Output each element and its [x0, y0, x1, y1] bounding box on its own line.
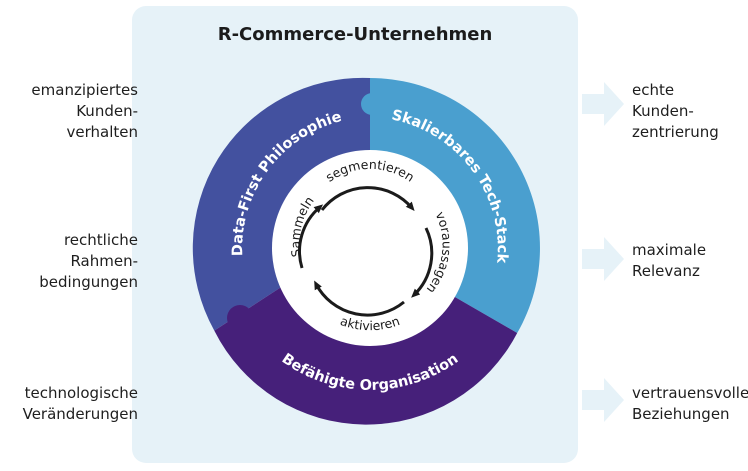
output-echte-kundenzentrierung: echte Kunden- zentrierung — [632, 81, 719, 141]
cycle-arrow-left — [298, 204, 324, 269]
segment-data-first — [192, 77, 370, 331]
cycle-label-aktivieren: aktivieren — [338, 313, 401, 333]
input-rechtliche-rahmenbedingungen: rechtliche Rahmen- bedingungen — [39, 231, 138, 291]
segment-organisation — [214, 280, 518, 425]
input-emanzipiertes-kundenverhalten: emanzipiertes Kunden- verhalten — [31, 81, 138, 141]
right-arrow-3 — [582, 378, 624, 422]
left-arrow-1 — [140, 82, 182, 126]
left-arrow-3 — [140, 378, 182, 422]
segment-organisation-knob — [227, 305, 253, 331]
input-technologische-veraenderungen: technologische Veränderungen — [22, 384, 138, 423]
cycle-arrow-right — [411, 227, 434, 298]
cycle-arrow-top — [320, 186, 415, 212]
output-vertrauensvolle-beziehungen: vertrauensvolle Beziehungen — [632, 384, 748, 423]
output-maximale-relevanz: maximale Relevanz — [632, 241, 707, 280]
right-arrow-1 — [582, 82, 624, 126]
cycle-arrow-bottom — [314, 280, 405, 317]
right-arrow-2 — [582, 237, 624, 281]
diagram-title: R-Commerce-Unternehmen — [217, 24, 493, 45]
left-arrow-2 — [140, 237, 182, 281]
